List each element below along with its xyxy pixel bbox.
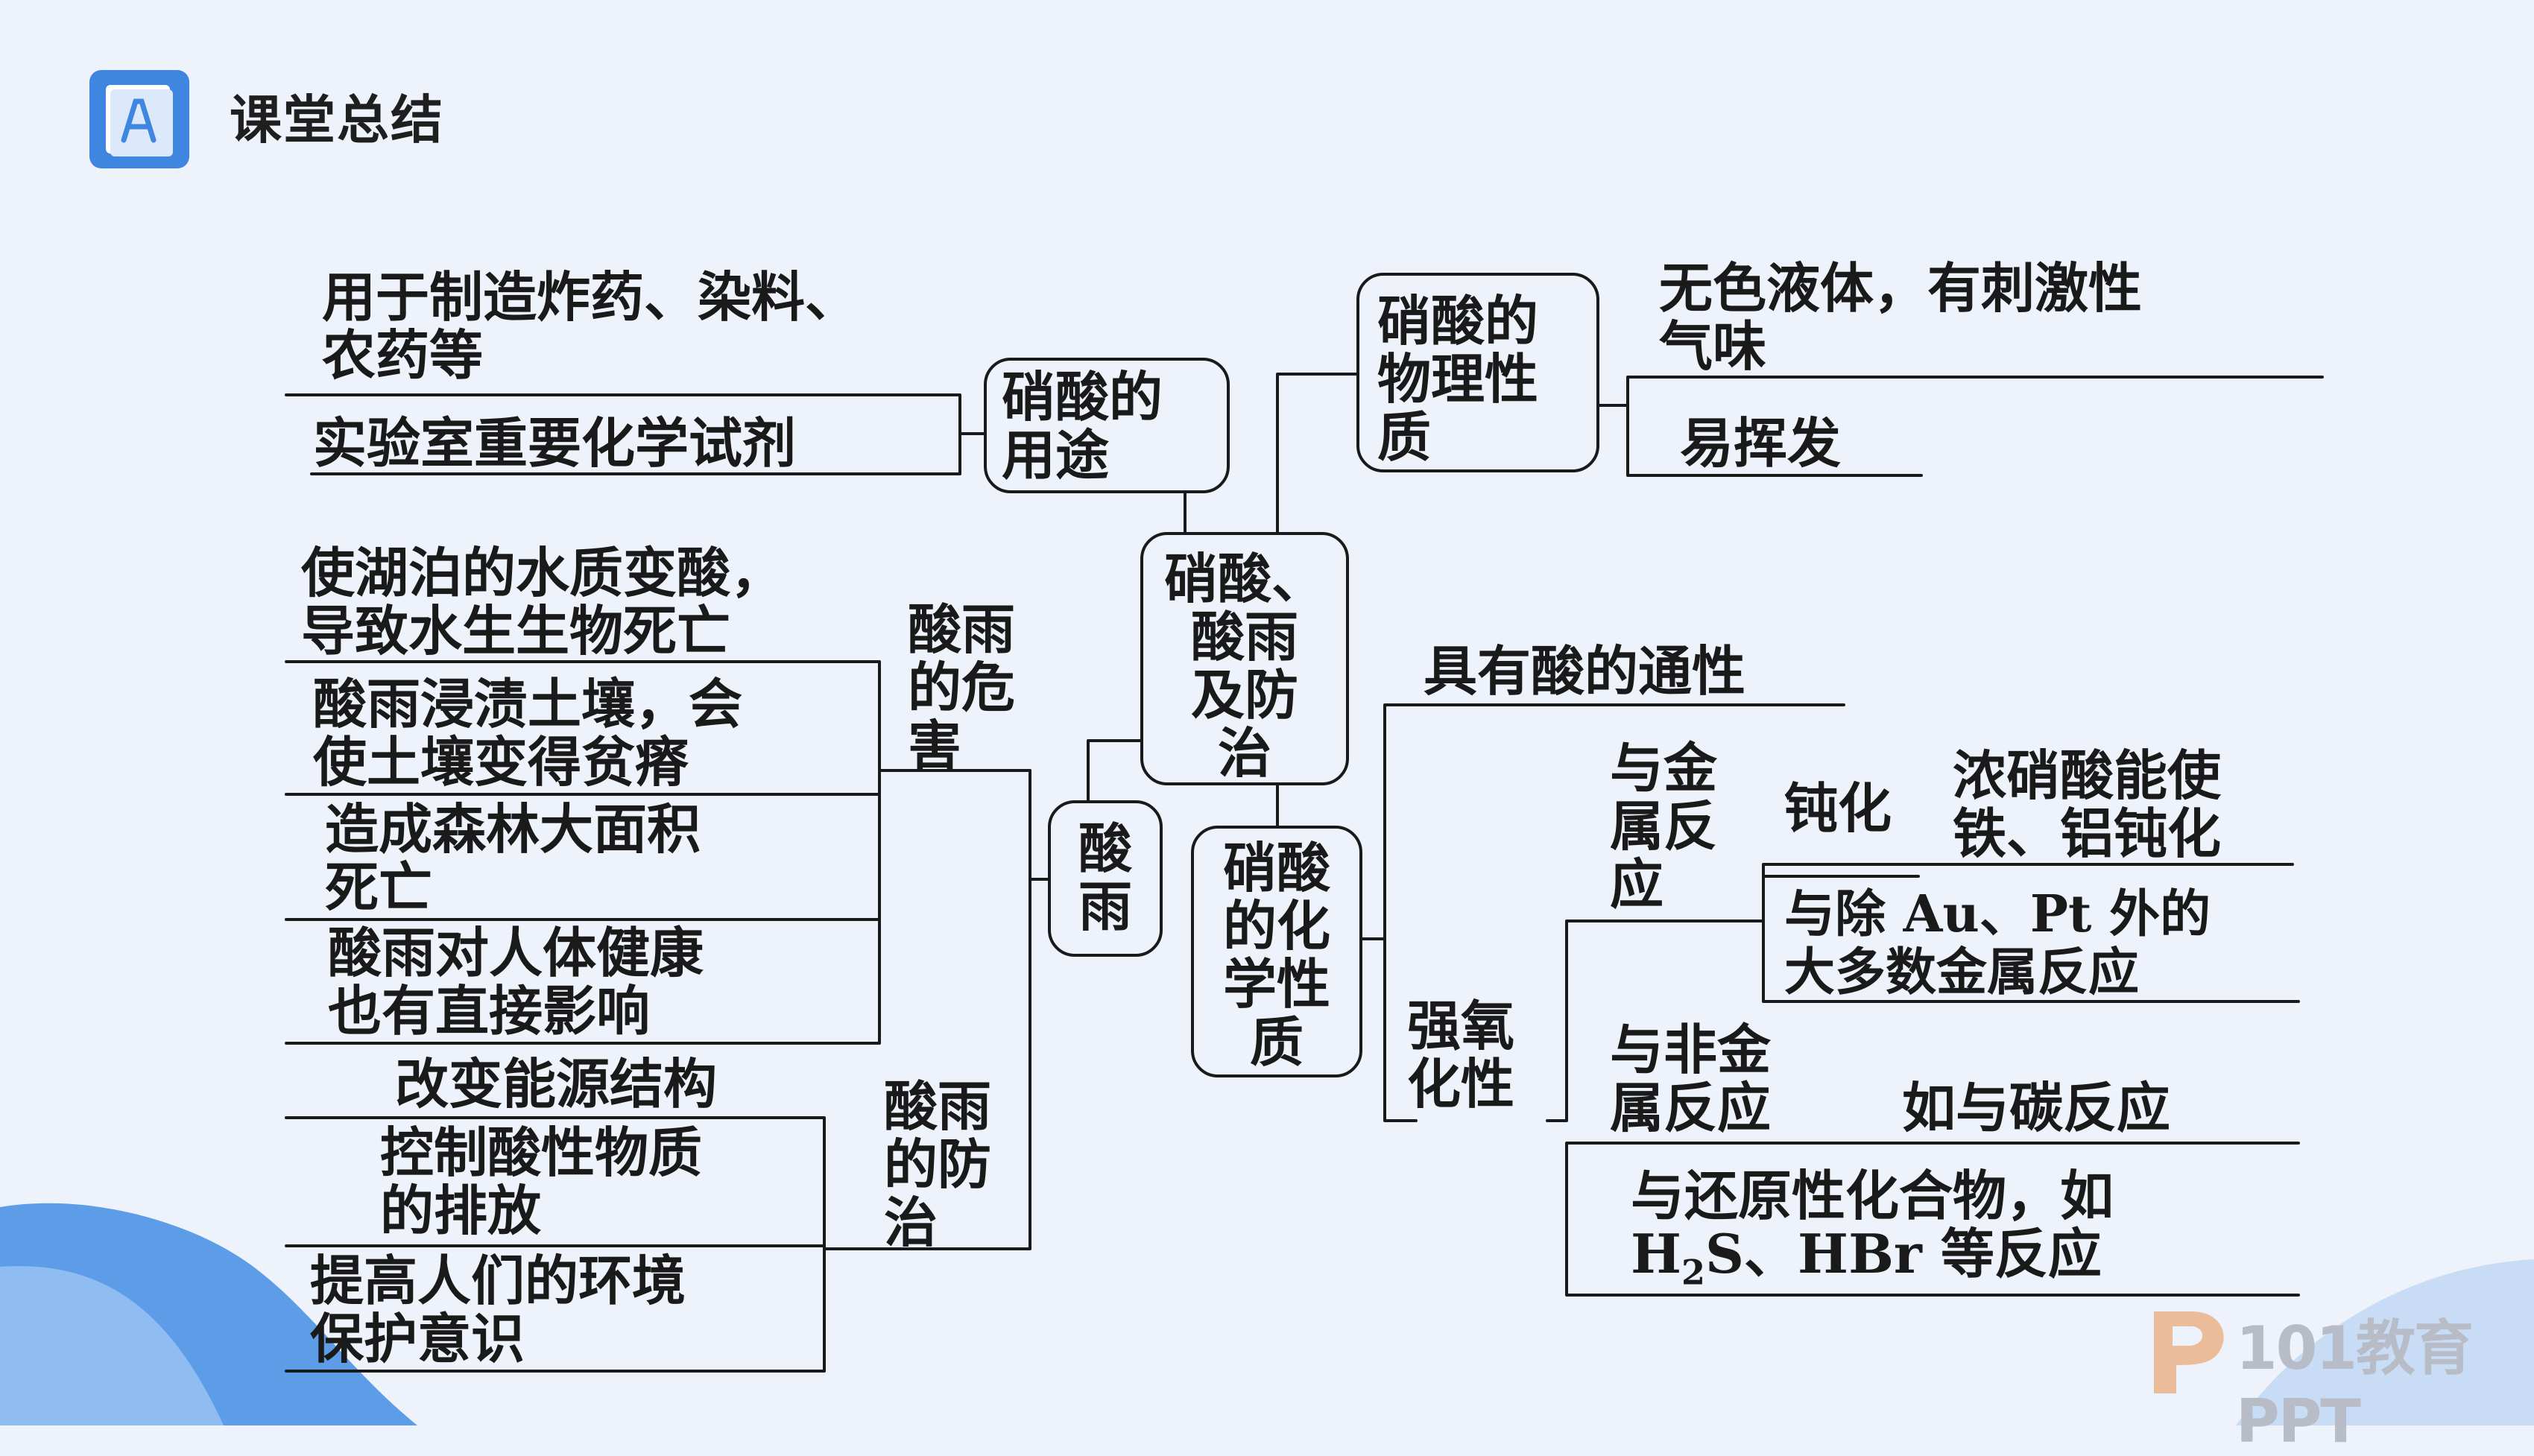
harm-item-forest: 造成森林大面积 死亡: [325, 800, 701, 917]
center-label-line: 及防: [1190, 663, 1298, 727]
prevention-label-line: 的防: [884, 1133, 992, 1196]
text-line: 酸雨浸渍土壤，会: [313, 672, 743, 735]
text-line: 保护意识: [310, 1307, 525, 1370]
text-line: 与除 Au、Pt 外的: [1784, 884, 2211, 944]
text-line: 使土壤变得贫瘠: [313, 730, 689, 794]
text-line: 实验室重要化学试剂: [313, 411, 797, 475]
oxidizing-label-line: 强氧: [1407, 994, 1515, 1057]
metal-label-line: 属反: [1610, 794, 1718, 858]
text-line: 铁、铝钝化: [1953, 802, 2222, 865]
text-line: 无色液体，有刺激性: [1659, 256, 2143, 320]
center-label-line: 治: [1217, 721, 1271, 785]
physical-item-volatile: 易挥发: [1680, 414, 1841, 472]
nonmetal-reaction-node: 与非金 属反应: [1610, 1021, 1771, 1137]
metal-reaction-node: 与金 属反 应: [1610, 739, 1717, 914]
harm-item-soil: 酸雨浸渍土壤，会 使土壤变得贫瘠: [313, 675, 742, 791]
text-line: 的排放: [380, 1179, 542, 1242]
uses-item-explosives: 用于制造炸药、染料、 农药等: [322, 268, 859, 384]
text-line: 改变能源结构: [395, 1052, 718, 1115]
text-line: 提高人们的环境: [310, 1249, 686, 1312]
wave-bottom-left-light: [0, 1266, 224, 1425]
uses-node: 硝酸的 用途: [1002, 368, 1163, 484]
oxidizing-label-line: 化性: [1407, 1052, 1515, 1115]
harm-label-line: 的危: [908, 656, 1016, 719]
chemical-label-line: 质: [1249, 1010, 1304, 1074]
chemical-label-line: 的化: [1222, 894, 1330, 958]
uses-label-line: 硝酸的: [1002, 365, 1163, 428]
text-line: 导致水生生物死亡: [301, 599, 731, 662]
prevention-label-line: 治: [884, 1191, 938, 1254]
oxidizing-node: 强氧 化性: [1407, 997, 1514, 1113]
uses-node-box: [984, 358, 1230, 493]
center-node: 硝酸、 酸雨 及防 治: [1148, 550, 1342, 782]
physical-node: 硝酸的 物理性 质: [1377, 292, 1538, 466]
passivation-label: 钝化: [1784, 776, 1892, 840]
chemical-general-acid: 具有酸的通性: [1424, 639, 1746, 703]
text-line: 易挥发: [1680, 411, 1842, 475]
acid-rain-label-line: 酸: [1078, 817, 1132, 880]
mindmap-lines: [285, 273, 2324, 1373]
physical-label-line: 硝酸的: [1377, 289, 1539, 352]
text-line: 使湖泊的水质变酸，: [301, 541, 785, 604]
text-line: 农药等: [322, 323, 484, 387]
harm-label-line: 酸雨: [908, 598, 1016, 661]
formula-subscript: 2: [1681, 1252, 1706, 1293]
text-line: 大多数金属反应: [1784, 943, 2140, 1002]
wave-bottom-right: [2236, 1259, 2534, 1425]
nonmetal-label-line: 与非金: [1610, 1018, 1772, 1081]
text-line: 也有直接影响: [328, 979, 651, 1042]
physical-item-colorless: 无色液体，有刺激性 气味: [1659, 259, 2142, 376]
center-node-box: [1140, 532, 1349, 785]
acid-rain-label-line: 雨: [1078, 875, 1132, 938]
nonmetal-example: 如与碳反应: [1902, 1076, 2171, 1139]
text-line: 酸雨对人体健康: [328, 921, 704, 984]
center-label-line: 硝酸、: [1163, 547, 1325, 610]
harm-node: 酸雨 的危 害: [908, 601, 1015, 775]
chemical-label-line: 学性: [1222, 952, 1330, 1016]
brand-watermark: 101教育PPT: [2236, 1314, 2474, 1456]
formula-part: S、HBr 等反应: [1705, 1222, 2102, 1285]
prevention-label-line: 酸雨: [884, 1074, 992, 1138]
page-title: 课堂总结: [230, 89, 444, 151]
text-line: 用于制造炸药、染料、: [322, 265, 859, 329]
center-label-line: 酸雨: [1190, 605, 1298, 668]
physical-label-line: 质: [1377, 405, 1432, 469]
uses-item-reagent: 实验室重要化学试剂: [313, 414, 796, 472]
text-line: 控制酸性物质: [380, 1121, 703, 1184]
text-line: 死亡: [325, 855, 433, 919]
prevention-item-emission: 控制酸性物质 的排放: [380, 1124, 702, 1240]
harm-item-health: 酸雨对人体健康 也有直接影响: [328, 924, 704, 1040]
harm-label-line: 害: [908, 714, 962, 777]
brand-logo-icon: [2154, 1311, 2224, 1393]
formula-part: H: [1631, 1222, 1682, 1285]
metal-label-line: 与金: [1610, 736, 1718, 800]
acid-rain-node: 酸 雨: [1051, 820, 1160, 936]
uses-label-line: 用途: [1002, 423, 1110, 487]
nonmetal-label-line: 属反应: [1610, 1076, 1772, 1139]
reducing-compound-reaction: 与还原性化合物，如 H2S、HBr 等反应: [1631, 1167, 2114, 1301]
text-line: 与还原性化合物，如: [1631, 1164, 2114, 1227]
physical-label-line: 物理性: [1377, 347, 1539, 411]
text-line: 造成森林大面积: [325, 797, 701, 861]
text-line: 气味: [1659, 314, 1767, 378]
metal-others: 与除 Au、Pt 外的 大多数金属反应: [1784, 885, 2211, 1001]
harm-item-lakes: 使湖泊的水质变酸， 导致水生生物死亡: [301, 544, 784, 660]
prevention-item-energy: 改变能源结构: [395, 1055, 717, 1113]
passivation-desc: 浓硝酸能使 铁、铝钝化: [1953, 747, 2221, 863]
h2s-formula-line: H2S、HBr 等反应: [1631, 1225, 2114, 1301]
prevention-item-awareness: 提高人们的环境 保护意识: [310, 1252, 686, 1368]
chemical-label-line: 硝酸: [1222, 836, 1330, 899]
chemical-node: 硝酸 的化 学性 质: [1195, 839, 1358, 1072]
notebook-icon: [89, 70, 189, 168]
prevention-node: 酸雨 的防 治: [884, 1077, 991, 1252]
text-line: 浓硝酸能使: [1953, 744, 2222, 807]
metal-label-line: 应: [1610, 852, 1664, 916]
